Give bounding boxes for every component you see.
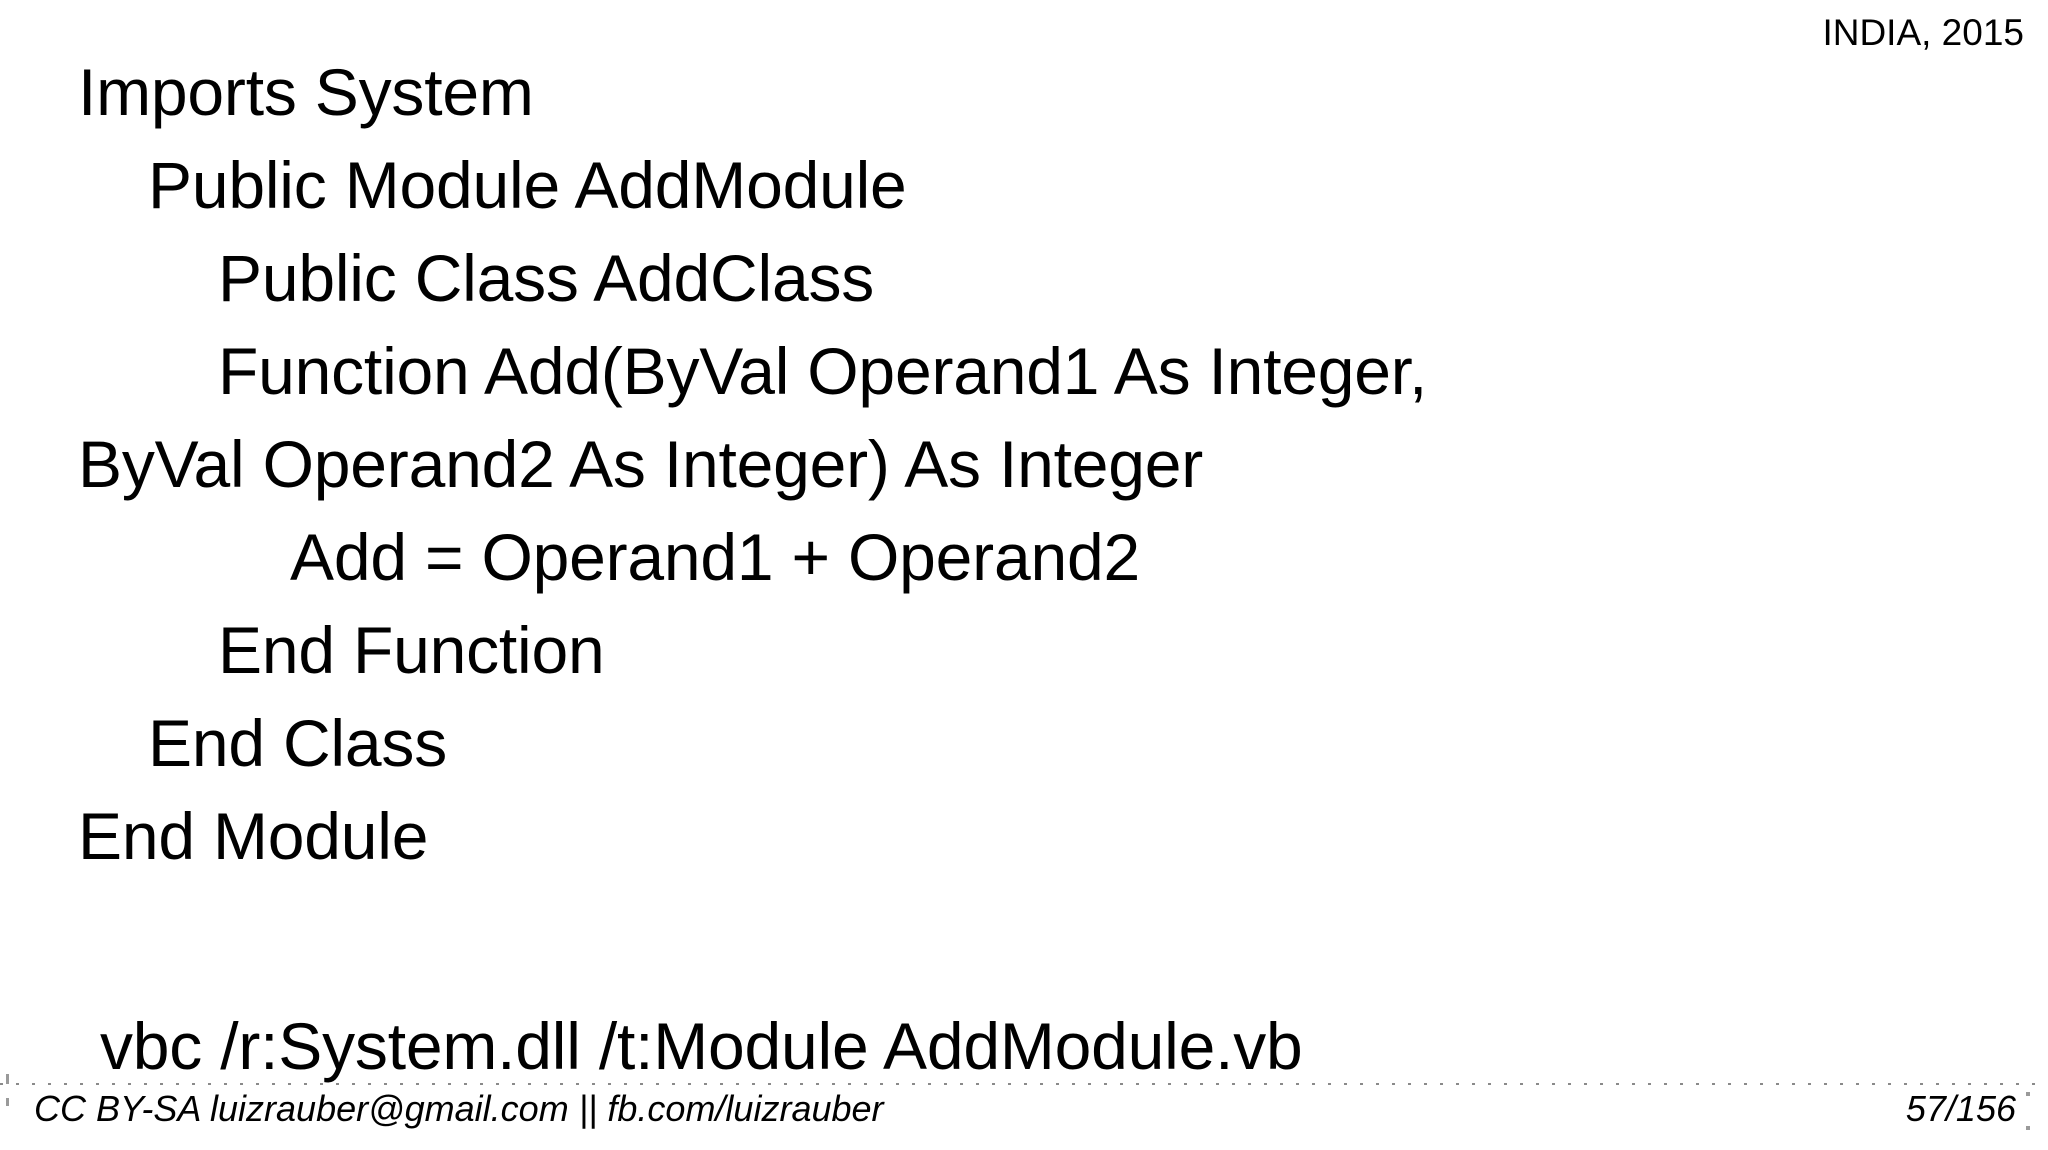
code-line: End Module [78, 799, 429, 873]
page-indicator: 57/156 [1905, 1088, 2016, 1129]
compile-command-block: vbc /r:System.dll /t:Module AddModule.vb [0, 1006, 2048, 1086]
slide-footer: CC BY-SA luizrauber@gmail.com || fb.com/… [0, 1088, 2048, 1142]
code-line: End Function [218, 613, 605, 687]
compile-command-line: vbc /r:System.dll /t:Module AddModule.vb [100, 1009, 1303, 1083]
slide-header-label: INDIA, 2015 [1822, 12, 2024, 53]
code-line: Add = Operand1 + Operand2 [290, 520, 1140, 594]
code-line: Imports System [78, 55, 534, 129]
footer-divider [0, 1083, 2048, 1085]
right-margin-tick-icon [2026, 1092, 2030, 1096]
code-block: Imports System Public Module AddModule P… [0, 46, 2048, 883]
left-margin-tick-icon [6, 1074, 9, 1084]
code-line: Public Module AddModule [148, 148, 907, 222]
footer-credit: CC BY-SA luizrauber@gmail.com || fb.com/… [34, 1088, 884, 1129]
code-line: End Class [148, 706, 448, 780]
code-line: Function Add(ByVal Operand1 As Integer, … [78, 334, 1428, 501]
right-margin-tick-icon [2026, 1126, 2030, 1130]
left-margin-tick-icon [6, 1098, 9, 1106]
code-line: Public Class AddClass [218, 241, 875, 315]
